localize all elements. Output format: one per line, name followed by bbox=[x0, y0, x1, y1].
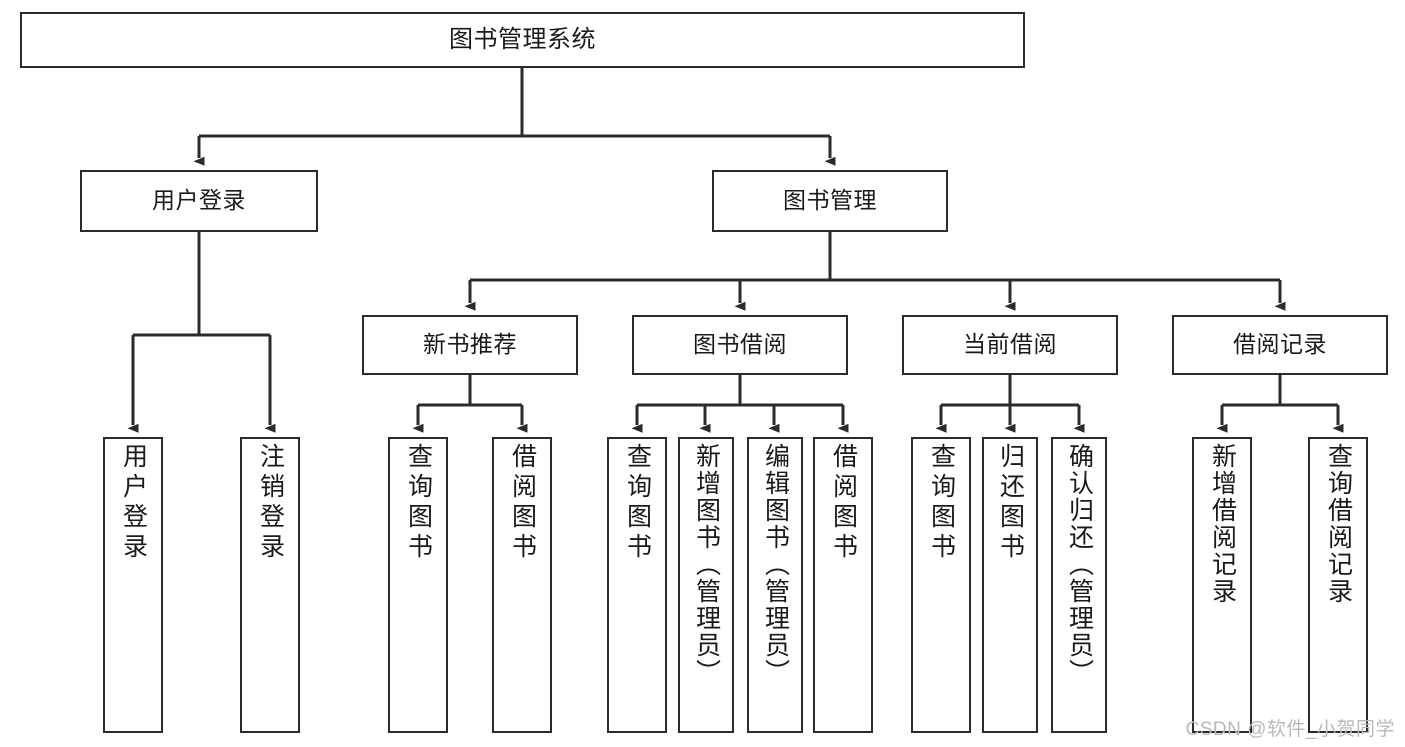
node-label: 当前借阅 bbox=[963, 331, 1057, 358]
node-new-book-recommendation[interactable]: 新书推荐 bbox=[362, 315, 578, 375]
node-current-borrowing[interactable]: 当前借阅 bbox=[902, 315, 1118, 375]
node-label: 借阅图书 bbox=[829, 443, 858, 563]
leaf-current-query-books[interactable]: 查询图书 bbox=[911, 437, 971, 733]
leaf-user-login-signin[interactable]: 用户登录 bbox=[103, 437, 163, 733]
leaf-borrow-add-book-admin[interactable]: 新增图书（管理员） bbox=[678, 437, 734, 733]
node-label: 图书管理系统 bbox=[449, 25, 596, 53]
node-book-management[interactable]: 图书管理 bbox=[712, 170, 948, 232]
node-borrow-records[interactable]: 借阅记录 bbox=[1172, 315, 1388, 375]
node-label: 确认归还（管理员） bbox=[1065, 443, 1094, 686]
leaf-borrow-edit-book-admin[interactable]: 编辑图书（管理员） bbox=[747, 437, 803, 733]
node-label: 借阅记录 bbox=[1233, 331, 1327, 358]
node-label: 新书推荐 bbox=[423, 331, 517, 358]
node-label: 用户登录 bbox=[152, 187, 246, 214]
node-label: 图书借阅 bbox=[693, 331, 787, 358]
node-book-borrowing[interactable]: 图书借阅 bbox=[632, 315, 848, 375]
node-label: 归还图书 bbox=[996, 443, 1025, 563]
leaf-current-return-books[interactable]: 归还图书 bbox=[982, 437, 1038, 733]
node-root-book-management-system[interactable]: 图书管理系统 bbox=[20, 12, 1025, 68]
node-label: 查询图书 bbox=[404, 443, 433, 563]
node-label: 借阅图书 bbox=[508, 443, 537, 563]
node-label: 查询借阅记录 bbox=[1324, 443, 1353, 605]
leaf-user-login-logout[interactable]: 注销登录 bbox=[240, 437, 300, 733]
node-label: 编辑图书（管理员） bbox=[761, 443, 790, 686]
leaf-records-query-record[interactable]: 查询借阅记录 bbox=[1308, 437, 1368, 733]
node-label: 用户登录 bbox=[119, 443, 148, 563]
leaf-records-add-record[interactable]: 新增借阅记录 bbox=[1192, 437, 1252, 733]
node-label: 新增图书（管理员） bbox=[692, 443, 721, 686]
node-label: 查询图书 bbox=[927, 443, 956, 563]
leaf-current-confirm-return-admin[interactable]: 确认归还（管理员） bbox=[1051, 437, 1107, 733]
node-user-login[interactable]: 用户登录 bbox=[80, 170, 318, 232]
node-label: 图书管理 bbox=[783, 187, 877, 214]
node-label: 查询图书 bbox=[623, 443, 652, 563]
node-label: 注销登录 bbox=[256, 443, 285, 563]
leaf-borrow-borrow-books[interactable]: 借阅图书 bbox=[813, 437, 873, 733]
watermark: CSDN @软件_小贺同学 bbox=[1185, 719, 1395, 740]
node-label: 新增借阅记录 bbox=[1208, 443, 1237, 605]
leaf-new-book-borrow-books[interactable]: 借阅图书 bbox=[492, 437, 552, 733]
leaf-new-book-query-books[interactable]: 查询图书 bbox=[388, 437, 448, 733]
leaf-borrow-query-books[interactable]: 查询图书 bbox=[607, 437, 667, 733]
